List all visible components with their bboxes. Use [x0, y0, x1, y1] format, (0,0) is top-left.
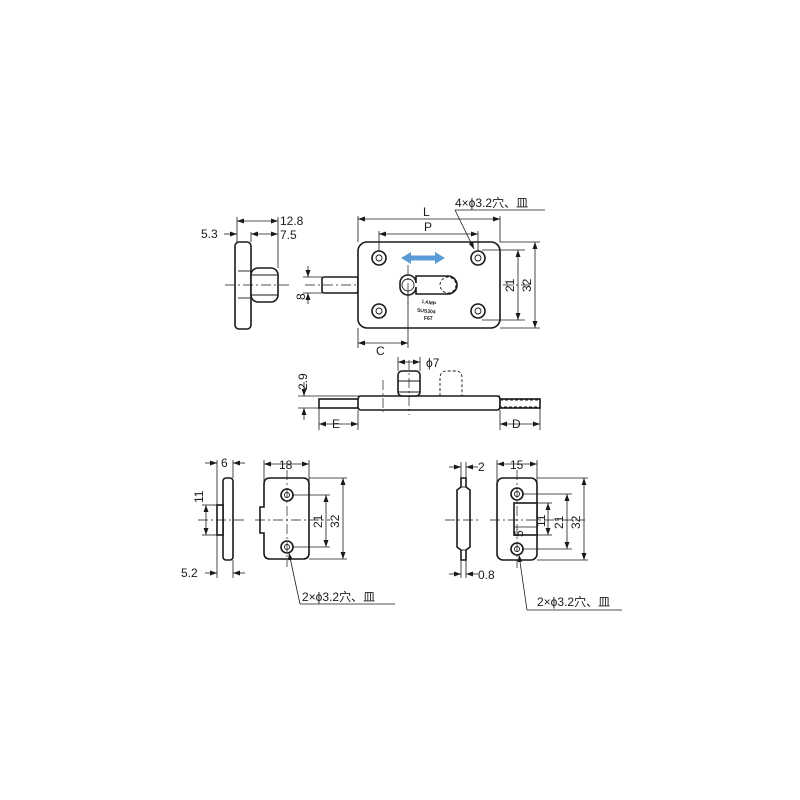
dim-11: 11 — [192, 490, 206, 503]
dim-D: D — [512, 417, 521, 431]
bolt-side-profile: 5.3 12.8 7.5 — [201, 214, 304, 330]
dim-2-9: 2.9 — [296, 373, 310, 390]
dim-15: 15 — [510, 458, 524, 472]
dim-8: 8 — [294, 293, 308, 300]
slide-direction-arrow — [401, 252, 445, 264]
dim-5-3: 5.3 — [201, 227, 218, 241]
hole-spec-label: 2×ϕ3.2穴、皿 — [537, 594, 610, 609]
dim-2: 2 — [478, 460, 485, 474]
dim-C: C — [376, 344, 385, 358]
stamp-line: F67 — [424, 316, 433, 322]
dim-6: 6 — [221, 456, 228, 470]
dim-P: P — [424, 220, 432, 234]
dim-21: 21 — [311, 514, 325, 528]
hole-spec-label: 4×ϕ3.2穴、皿 — [455, 195, 528, 210]
hole-spec-label: 2×ϕ3.2穴、皿 — [302, 589, 375, 604]
mounting-hole — [371, 303, 387, 319]
stamp-line: LAMP — [421, 299, 437, 307]
dim-phi7: ϕ7 — [426, 356, 440, 370]
bolt-side-view: ϕ7 2.9 E D — [296, 356, 541, 431]
right-strike-plate: 2 0.8 15 5 11 21 32 — [445, 458, 622, 611]
dim-7-5: 7.5 — [280, 228, 297, 242]
dim-12-8: 12.8 — [280, 214, 304, 228]
dim-32: 32 — [328, 514, 342, 528]
dim-0-8: 0.8 — [478, 568, 495, 582]
dim-18: 18 — [279, 458, 293, 472]
dim-E: E — [332, 417, 340, 431]
dim-L: L — [423, 205, 430, 219]
dim-32: 32 — [569, 515, 583, 529]
dim-11: 11 — [534, 514, 548, 527]
mounting-hole — [470, 303, 486, 319]
bolt-plate-top-view: LAMP SUS304 F67 L P 4×ϕ3.2穴、皿 8 21 32 — [294, 195, 545, 358]
left-strike-plate: 6 11 5.2 18 21 32 2×ϕ3.2穴、皿 — [181, 456, 395, 605]
dim-5-2: 5.2 — [181, 566, 198, 580]
dim-5: 5 — [512, 530, 526, 537]
dim-21: 21 — [503, 278, 517, 292]
dim-21: 21 — [552, 515, 566, 529]
dim-32: 32 — [520, 278, 534, 292]
stamp-line: SUS304 — [417, 308, 436, 316]
